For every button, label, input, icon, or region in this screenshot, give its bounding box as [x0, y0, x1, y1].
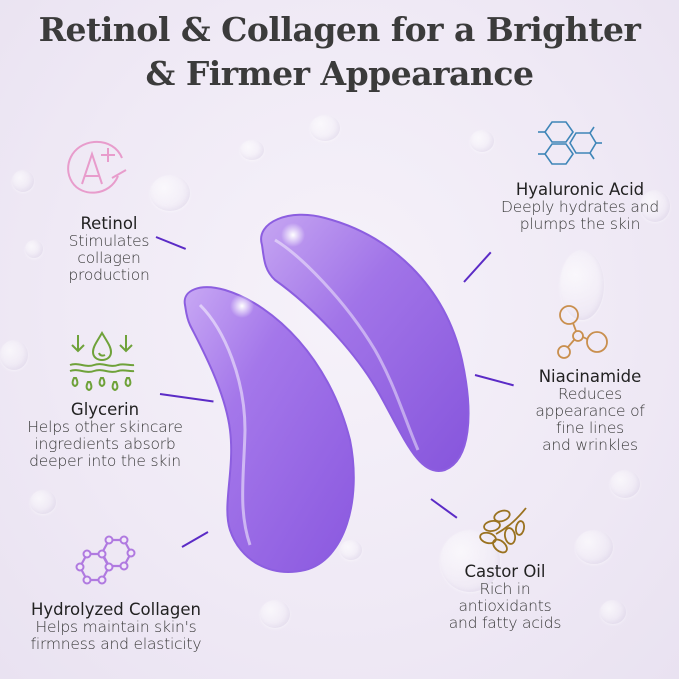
droplet — [25, 240, 43, 258]
droplet — [260, 600, 290, 628]
niacinamide-block: Niacinamide Reduces appearance of fine l… — [510, 368, 670, 454]
niacinamide-name: Niacinamide — [538, 367, 642, 386]
hyaluronic-desc: Deeply hydrates and plumps the skin — [501, 198, 659, 233]
droplet — [440, 530, 500, 592]
glycerin-block: Glycerin Helps other skincare ingredient… — [0, 401, 210, 470]
droplet — [0, 340, 28, 370]
eye-patch-right — [260, 213, 470, 473]
castor-desc: Rich in antioxidants and fatty acids — [448, 580, 562, 632]
retinol-block: Retinol Stimulates collagen production — [34, 215, 184, 284]
droplet — [340, 540, 362, 560]
droplet — [240, 140, 264, 160]
castor-seeds-icon — [479, 507, 527, 554]
droplet — [610, 470, 640, 498]
retinol-name: Retinol — [80, 214, 138, 233]
title-line-1: Retinol & Collagen for a Brighter — [38, 10, 641, 49]
title-line-2: & Firmer Appearance — [145, 54, 534, 93]
droplet — [470, 130, 494, 152]
droplet — [310, 115, 340, 141]
collagen-name: Hydrolyzed Collagen — [30, 600, 202, 619]
molecule-nodes-icon — [557, 305, 608, 359]
collagen-block: Hydrolyzed Collagen Helps maintain skin'… — [6, 601, 226, 653]
page-title: Retinol & Collagen for a Brighter & Firm… — [0, 8, 679, 96]
droplet — [640, 190, 670, 222]
droplet — [600, 600, 626, 624]
glycerin-desc: Helps other skincare ingredients absorb … — [27, 418, 183, 470]
hexagon-molecule-icon — [538, 121, 602, 165]
hyaluronic-name: Hyaluronic Acid — [515, 180, 645, 199]
retinol-desc: Stimulates collagen production — [68, 232, 150, 284]
droplet — [560, 250, 604, 320]
droplet — [12, 170, 34, 192]
castor-name: Castor Oil — [464, 562, 546, 581]
collagen-structure-icon — [75, 535, 136, 585]
water-absorb-icon — [69, 331, 135, 391]
castor-block: Castor Oil Rich in antioxidants and fatt… — [425, 563, 585, 632]
collagen-desc: Helps maintain skin's firmness and elast… — [30, 618, 202, 653]
a-plus-circle-icon — [67, 140, 127, 194]
droplet — [30, 490, 56, 514]
droplet — [150, 175, 190, 211]
glycerin-name: Glycerin — [70, 400, 140, 419]
hyaluronic-block: Hyaluronic Acid Deeply hydrates and plum… — [490, 181, 670, 233]
eye-patch-left — [183, 286, 355, 573]
niacinamide-desc: Reduces appearance of fine lines and wri… — [535, 385, 645, 454]
droplet — [575, 530, 613, 564]
